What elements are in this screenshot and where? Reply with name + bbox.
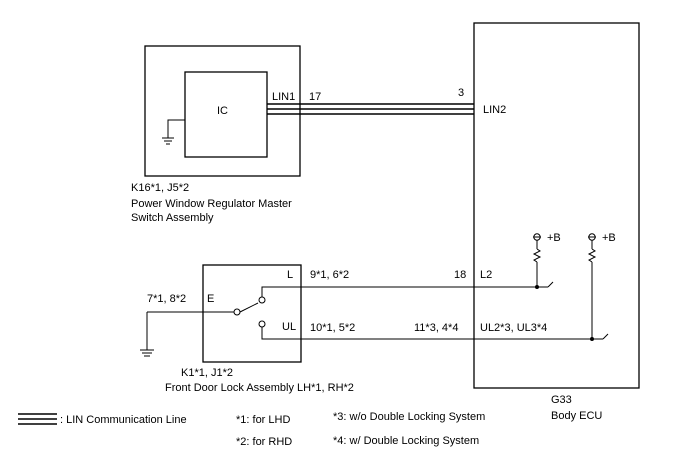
- lin2-pin-name: LIN2: [483, 104, 506, 116]
- wire-l: [301, 281, 554, 288]
- door-lock-ul-label: UL: [282, 321, 296, 333]
- door-lock-switch: [147, 286, 301, 340]
- lin1-pin-name: LIN1: [272, 91, 295, 103]
- wire-ul: [301, 333, 609, 340]
- ecu-ul-pin-names: UL2*3, UL3*4: [480, 322, 547, 334]
- legend-lin-line-label: : LIN Communication Line: [60, 414, 187, 426]
- note-double-locking: *4: w/ Double Locking System: [333, 435, 479, 447]
- supply-b-2-label: +B: [602, 232, 616, 244]
- body-ecu-connector: G33: [551, 394, 572, 406]
- l-pin-numbers: 9*1, 6*2: [310, 269, 349, 281]
- e-pin-numbers: 7*1, 8*2: [147, 293, 186, 305]
- ic-ground-icon: [162, 119, 185, 145]
- door-lock-e-label: E: [207, 293, 214, 305]
- lin2-pin-number: 3: [458, 87, 464, 99]
- ic-label: IC: [217, 105, 228, 117]
- door-lock-connector: K1*1, J1*2: [181, 367, 233, 379]
- legend-lin-line-icon: [18, 413, 57, 425]
- supply-b-1-label: +B: [547, 232, 561, 244]
- ul-pin-numbers: 10*1, 5*2: [310, 322, 355, 334]
- master-switch-connector: K16*1, J5*2: [131, 182, 189, 194]
- l2-pin-number: 18: [454, 269, 466, 281]
- supply-b-2: [587, 233, 597, 339]
- master-switch-name-line2: Switch Assembly: [131, 212, 214, 224]
- door-lock-name: Front Door Lock Assembly LH*1, RH*2: [165, 382, 354, 394]
- master-switch-box: [144, 45, 301, 177]
- supply-b-1: [532, 233, 542, 287]
- door-lock-l-label: L: [287, 269, 293, 281]
- note-no-double-locking: *3: w/o Double Locking System: [333, 411, 485, 423]
- ecu-ul-pin-numbers: 11*3, 4*4: [414, 322, 458, 334]
- door-lock-ground-icon: [140, 312, 154, 357]
- lin-communication-line: [267, 103, 474, 115]
- master-switch-name-line1: Power Window Regulator Master: [131, 198, 292, 210]
- lin1-pin-number: 17: [309, 91, 321, 103]
- l2-pin-name: L2: [480, 269, 492, 281]
- door-lock-box: [202, 264, 302, 363]
- note-lhd: *1: for LHD: [236, 414, 290, 426]
- body-ecu-box: [473, 22, 640, 389]
- body-ecu-name: Body ECU: [551, 410, 602, 422]
- note-rhd: *2: for RHD: [236, 436, 292, 448]
